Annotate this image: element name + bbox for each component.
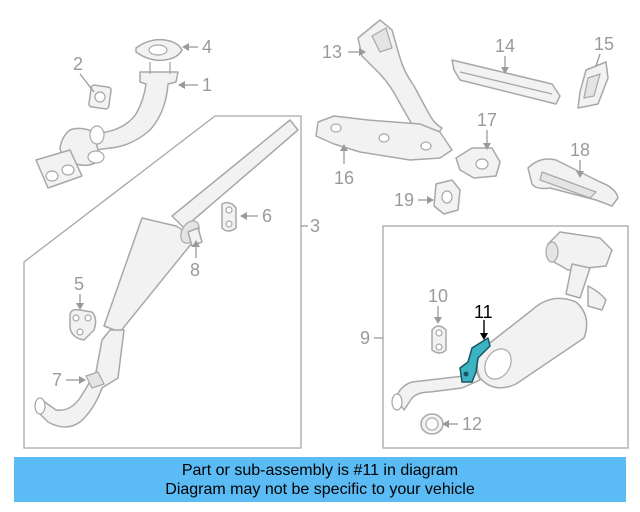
callout-11: 11 xyxy=(474,302,493,322)
callout-leaders xyxy=(66,43,601,428)
callout-5: 5 xyxy=(74,274,84,294)
callout-4: 4 xyxy=(202,37,212,57)
callout-12: 12 xyxy=(462,414,482,434)
part-11-bracket-highlighted[interactable] xyxy=(459,337,491,383)
callout-9: 9 xyxy=(360,328,370,348)
callout-14: 14 xyxy=(495,36,515,56)
part-14-heat-shield[interactable] xyxy=(451,59,561,105)
part-13-heat-shield[interactable] xyxy=(357,19,443,143)
banner-line-2: Diagram may not be specific to your vehi… xyxy=(165,481,475,498)
part-10-isolator[interactable] xyxy=(431,325,447,354)
info-banner: Part or sub-assembly is #11 in diagram D… xyxy=(14,457,626,502)
callout-1: 1 xyxy=(202,75,212,95)
part-15-bracket[interactable] xyxy=(577,61,609,109)
part-19-hanger[interactable] xyxy=(433,179,461,215)
callout-8: 8 xyxy=(190,260,200,280)
part-3-group-frame xyxy=(23,115,302,449)
callout-18: 18 xyxy=(570,140,590,160)
callout-10: 10 xyxy=(428,286,448,306)
part-12-clamp[interactable] xyxy=(420,413,444,435)
part-2-gasket[interactable] xyxy=(88,84,112,110)
part-8-hanger[interactable] xyxy=(187,227,203,247)
part-4-gasket[interactable] xyxy=(135,38,183,62)
banner-line-1: Part or sub-assembly is #11 in diagram xyxy=(181,462,459,479)
callout-15: 15 xyxy=(594,34,614,54)
callout-6: 6 xyxy=(262,206,272,226)
callout-16: 16 xyxy=(334,168,354,188)
part-17-hanger[interactable] xyxy=(455,147,501,179)
part-1-front-pipe[interactable] xyxy=(35,62,179,189)
part-16-heat-shield[interactable] xyxy=(315,115,453,161)
callout-17: 17 xyxy=(477,110,497,130)
part-9-muffler-assembly[interactable] xyxy=(391,231,613,411)
part-5-isolator[interactable] xyxy=(69,308,97,341)
callout-2: 2 xyxy=(73,54,83,74)
callout-3: 3 xyxy=(310,216,320,236)
part-6-isolator[interactable] xyxy=(221,201,237,232)
callout-13: 13 xyxy=(322,42,342,62)
part-3-muffler-assembly[interactable] xyxy=(34,119,299,428)
exhaust-parts-diagram: 1 2 3 4 5 6 7 8 9 10 11 12 13 14 15 16 1… xyxy=(23,19,629,449)
callout-19: 19 xyxy=(394,190,414,210)
part-9-group-frame xyxy=(382,225,629,449)
part-18-heat-shield[interactable] xyxy=(527,158,619,207)
callout-7: 7 xyxy=(52,370,62,390)
